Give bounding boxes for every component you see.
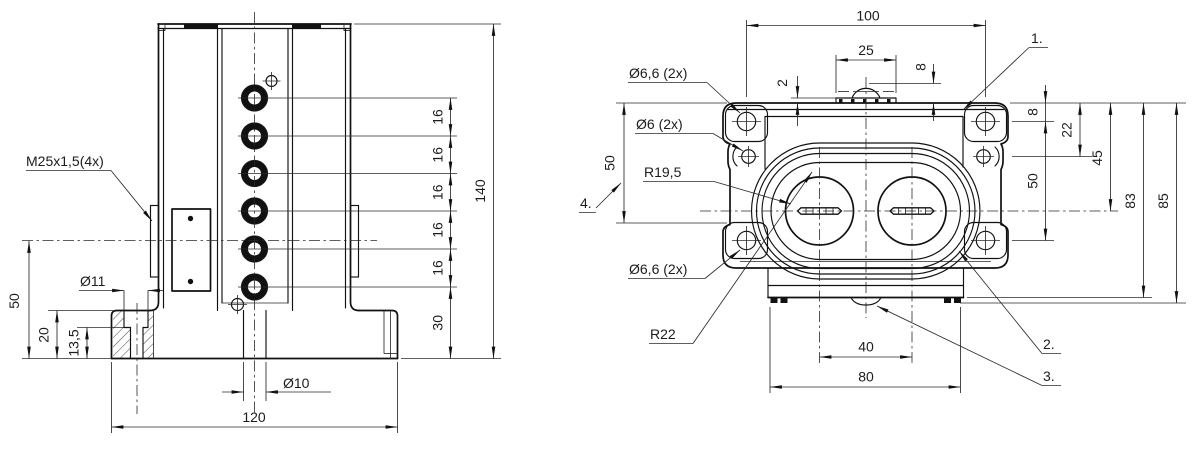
callout-bolt-bottom-label: Ø6,6 (2x) [629,261,687,277]
dim-16-label: 16 [430,260,446,276]
callout-bolt-top-label: Ø6,6 (2x) [629,65,687,81]
dim-50-label: 50 [6,293,22,309]
callout-m25-label: M25x1,5(4x) [26,153,104,169]
note-1: 1. [962,30,1048,111]
dim-50-left-label: 50 [602,155,618,171]
datum-target-top [262,72,281,90]
callout-r22-label: R22 [650,326,676,342]
note-4-label: 4. [580,195,592,211]
dim-120: 120 [111,362,398,433]
dim-d10: Ø10 [222,362,331,401]
dim-25-label: 25 [858,42,874,58]
front-view: 16 16 16 16 16 30 140 50 20 13,5 [6,12,501,433]
dim-16-label: 16 [430,222,446,238]
dim-8-right-label: 8 [1025,108,1041,116]
dim-d11: Ø11 [79,273,163,311]
dome [851,87,881,99]
dim-16-label: 16 [430,109,446,125]
note-2: 2. [958,250,1061,354]
dim-25: 25 [835,42,897,93]
nameplate [171,208,212,292]
dim-45: 45 [1089,102,1113,212]
note-3-label: 3. [1043,368,1055,384]
callout-bolt-top: Ø6,6 (2x) [628,65,741,114]
dim-50-left-view: 50 [602,102,727,224]
left-port-lug [149,204,160,278]
note-3: 3. [876,305,1061,386]
front-view-extension-lines [22,23,501,359]
dim-30-label: 30 [430,315,446,331]
dim-20-label: 20 [36,327,52,343]
dim-50-left: 50 [6,240,31,359]
dim-40: 40 [819,339,913,359]
top-view-bolt-holes [732,107,1000,255]
callout-pilot-label: Ø6 (2x) [636,116,683,132]
dim-40-label: 40 [858,339,874,355]
callout-r22: R22 [649,171,813,344]
corner-pad [963,104,1008,143]
dim-100: 100 [746,8,986,97]
dim-22: 22 [1059,102,1082,157]
dim-83-label: 83 [1122,193,1138,209]
dim-16-label: 16 [430,147,446,163]
top-view: 100 25 8 2 1. [579,8,1186,393]
front-view-base [110,309,399,360]
dim-85-label: 85 [1155,193,1171,209]
callout-r19-5-label: R19,5 [644,164,682,180]
dim-8-dome-label: 8 [913,63,929,71]
dim-13-5-label: 13,5 [66,329,82,356]
callout-r19-5: R19,5 [643,164,792,205]
dim-2: 2 [774,76,836,126]
dim-20: 20 [36,310,59,359]
dim-140-label: 140 [472,179,488,203]
dim-85: 85 [1155,102,1179,304]
right-port-lug [349,204,360,278]
dim-50-right-label: 50 [1025,173,1041,189]
dim-2-label: 2 [774,79,790,87]
top-view-centerlines [700,77,1118,363]
callout-m25: M25x1,5(4x) [26,153,153,222]
dim-100-label: 100 [856,8,880,24]
dim-d10-label: Ø10 [283,375,310,391]
dim-80: 80 [769,307,961,393]
note-1-label: 1. [1031,30,1043,46]
dim-45-label: 45 [1089,150,1105,166]
front-view-centerlines [22,12,377,415]
dim-120-label: 120 [242,409,266,425]
dim-hole-pitch-chain: 16 16 16 16 16 [430,97,453,288]
corner-pad [963,221,1008,260]
dim-8-dome: 8 [869,63,941,121]
callout-bolt-bottom: Ø6,6 (2x) [628,249,741,279]
dim-80-label: 80 [858,369,874,385]
dim-140: 140 [472,23,496,359]
dim-16-label: 16 [430,184,446,200]
dim-30: 30 [430,286,453,359]
note-4: 4. [579,182,622,213]
dim-d11-label: Ø11 [80,273,106,289]
corner-pad [724,104,769,143]
front-view-body-outline [149,23,360,312]
dim-50-right: 50 [1025,121,1048,241]
dim-22-label: 22 [1059,122,1075,138]
note-2-label: 2. [1043,336,1055,352]
datum-target-bottom [228,295,247,314]
dim-8-right: 8 [1025,85,1048,122]
corner-pad [724,221,769,260]
dim-13-5: 13,5 [66,327,89,359]
dim-83: 83 [1122,102,1146,298]
callout-pilot: Ø6 (2x) [635,116,744,152]
